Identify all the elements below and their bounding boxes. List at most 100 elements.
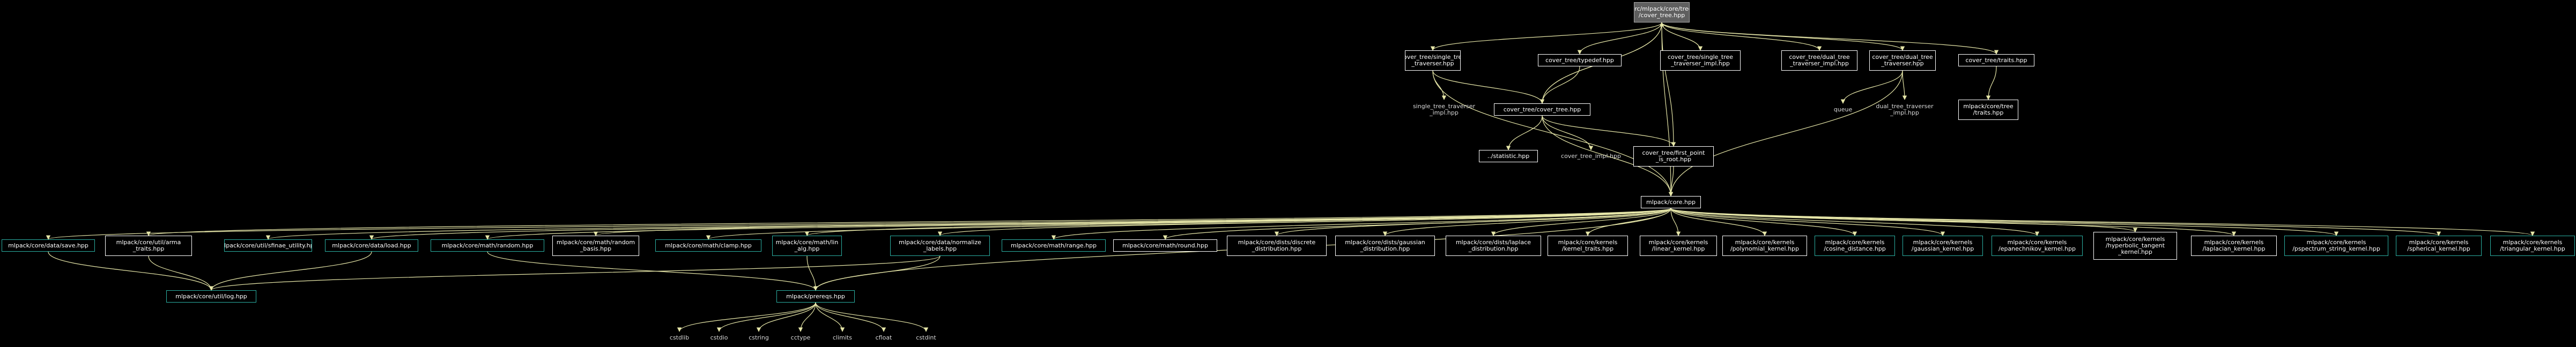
pspectrum-string-kernel-label: mlpack/core/kernels /pspectrum_string_ke… xyxy=(2292,239,2380,252)
lin-alg-node[interactable]: mlpack/core/math/lin _alg.hpp xyxy=(772,236,842,256)
clamp-label: mlpack/core/math/clamp.hpp xyxy=(665,242,752,249)
cstring-node[interactable]: cstring xyxy=(740,331,778,344)
discrete-distribution-label: mlpack/core/dists/discrete _distribution… xyxy=(1238,239,1316,252)
linear-kernel-node[interactable]: mlpack/core/kernels /linear_kernel.hpp xyxy=(1640,236,1717,256)
cstdint-node[interactable]: cstdint xyxy=(907,331,945,344)
cfloat-label: cfloat xyxy=(875,334,892,341)
edge-core-to-laplacian_kernel xyxy=(1670,208,2236,236)
edge-traits-to-core_tree_traits xyxy=(1986,66,1997,100)
edge-single_tree_traverser-to-cover_tree xyxy=(1432,70,1545,104)
edge-core-to-range xyxy=(1052,208,1671,240)
single-tree-traverser-impl-node[interactable]: cover_tree/single_tree _traverser_impl.h… xyxy=(1660,50,1741,71)
single-tree-traverser-label: cover_tree/single_tree _traverser.hpp xyxy=(1405,54,1460,67)
statistic-label: ../statistic.hpp xyxy=(1487,152,1530,160)
root-header-node[interactable]: src/mlpack/core/tree /cover_tree.hpp xyxy=(1634,2,1690,22)
normalize-labels-node[interactable]: mlpack/core/data/normalize _labels.hpp xyxy=(890,236,990,256)
save-label: mlpack/core/data/save.hpp xyxy=(8,242,88,249)
random-label: mlpack/core/math/random.hpp xyxy=(441,242,534,249)
cstdint-label: cstdint xyxy=(916,334,936,341)
edge-core-to-cosine_distance xyxy=(1670,208,1857,236)
edge-single_tree_traverser-to-core xyxy=(1432,70,1674,197)
typedef-node[interactable]: cover_tree/typedef.hpp xyxy=(1538,54,1622,66)
core-tree-traits-node[interactable]: mlpack/core/tree /traits.hpp xyxy=(1958,100,2018,120)
laplacian-kernel-label: mlpack/core/kernels /laplacian_kernel.hp… xyxy=(2202,239,2266,252)
edge-core-to-spherical_kernel xyxy=(1670,208,2441,236)
save-node[interactable]: mlpack/core/data/save.hpp xyxy=(2,239,95,252)
discrete-distribution-node[interactable]: mlpack/core/dists/discrete _distribution… xyxy=(1227,236,1327,256)
kernel-traits-label: mlpack/core/kernels /kernel_traits.hpp xyxy=(1558,239,1618,252)
single-tree-traverser-impl-label: cover_tree/single_tree _traverser_impl.h… xyxy=(1667,54,1734,67)
cstdlib-label: cstdlib xyxy=(669,334,690,341)
triangular-kernel-node[interactable]: mlpack/core/kernels /triangular_kernel.h… xyxy=(2490,236,2575,256)
cosine-distance-node[interactable]: mlpack/core/kernels /cosine_distance.hpp xyxy=(1815,236,1895,256)
cover-tree-impl-node[interactable]: cover_tree_impl.hpp xyxy=(1558,150,1624,162)
single-tree-traverser-impl-sub-label: single_tree_traverser _impl.hpp xyxy=(1412,103,1476,116)
edge-cover_tree-to-first_point_is_root xyxy=(1542,115,1676,147)
range-node[interactable]: mlpack/core/math/range.hpp xyxy=(1002,239,1106,252)
gaussian-kernel-node[interactable]: mlpack/core/kernels /gaussian_kernel.hpp xyxy=(1903,236,1983,256)
cctype-node[interactable]: cctype xyxy=(783,331,818,344)
edge-root-to-typedef xyxy=(1577,22,1662,55)
single-tree-traverser-node[interactable]: cover_tree/single_tree _traverser.hpp xyxy=(1405,50,1461,71)
laplace-distribution-node[interactable]: mlpack/core/dists/laplace _distribution.… xyxy=(1446,236,1541,256)
core-node[interactable]: mlpack/core.hpp xyxy=(1641,196,1701,208)
cctype-label: cctype xyxy=(790,334,811,341)
root-header-label: src/mlpack/core/tree /cover_tree.hpp xyxy=(1634,5,1690,19)
cover-tree-traits-node[interactable]: cover_tree/traits.hpp xyxy=(1958,54,2034,66)
edge-prereqs-to-cfloat xyxy=(815,302,886,332)
hyperbolic-tangent-kernel-node[interactable]: mlpack/core/kernels /hyperbolic_tangent … xyxy=(2093,232,2177,260)
single-tree-traverser-impl-sub-node[interactable]: single_tree_traverser _impl.hpp xyxy=(1405,100,1483,120)
edge-core-to-normalize_labels xyxy=(938,208,1671,236)
edge-core-to-lin_alg xyxy=(805,208,1671,236)
edge-core-to-gaussian_kernel xyxy=(1670,208,1945,236)
laplacian-kernel-node[interactable]: mlpack/core/kernels /laplacian_kernel.hp… xyxy=(2191,236,2277,256)
random-basis-node[interactable]: mlpack/core/math/random _basis.hpp xyxy=(552,236,639,256)
edge-root-to-single_tree_traverser xyxy=(1430,22,1662,51)
epanechnikov-kernel-node[interactable]: mlpack/core/kernels /epanechnikov_kernel… xyxy=(1992,236,2083,256)
edge-core-to-random_basis xyxy=(594,208,1671,236)
cstdlib-node[interactable]: cstdlib xyxy=(661,331,698,344)
linear-kernel-label: mlpack/core/kernels /linear_kernel.hpp xyxy=(1648,239,1708,252)
edge-load-to-log xyxy=(209,251,372,291)
edge-core-to-save xyxy=(46,208,1671,240)
statistic-node[interactable]: ../statistic.hpp xyxy=(1479,150,1538,162)
cover-tree-node[interactable]: cover_tree/cover_tree.hpp xyxy=(1494,103,1590,116)
clamp-node[interactable]: mlpack/core/math/clamp.hpp xyxy=(655,239,761,252)
edge-prereqs-to-cstdint xyxy=(815,302,929,332)
typedef-label: cover_tree/typedef.hpp xyxy=(1545,56,1614,64)
cstdio-node[interactable]: cstdio xyxy=(702,331,736,344)
hyperbolic-tangent-kernel-label: mlpack/core/kernels /hyperbolic_tangent … xyxy=(2105,236,2165,255)
edge-prereqs-to-cctype xyxy=(798,302,816,332)
queue-node[interactable]: queue xyxy=(1826,103,1860,116)
dual-tree-traverser-impl-label: cover_tree/dual_tree _traverser_impl.hpp xyxy=(1789,54,1850,67)
polynomial-kernel-node[interactable]: mlpack/core/kernels /polynomial_kernel.h… xyxy=(1722,236,1807,256)
cfloat-node[interactable]: cfloat xyxy=(867,331,901,344)
gaussian-distribution-node[interactable]: mlpack/core/dists/gaussian _distribution… xyxy=(1335,236,1435,256)
edge-core-to-linear_kernel xyxy=(1670,208,1681,236)
dual-tree-traverser-impl-sub-node[interactable]: dual_tree_traverser _impl.hpp xyxy=(1867,100,1942,120)
edge-typedef-to-cover_tree xyxy=(1539,66,1580,104)
kernel-traits-node[interactable]: mlpack/core/kernels /kernel_traits.hpp xyxy=(1548,236,1628,256)
arma-traits-node[interactable]: mlpack/core/util/arma _traits.hpp xyxy=(105,236,192,256)
log-node[interactable]: mlpack/core/util/log.hpp xyxy=(166,290,256,303)
round-node[interactable]: mlpack/core/math/round.hpp xyxy=(1113,239,1217,252)
sfinae-utility-node[interactable]: mlpack/core/util/sfinae_utility.hpp xyxy=(224,239,312,252)
edge-prereqs-to-cstdio xyxy=(716,302,816,332)
dual-tree-traverser-impl-node[interactable]: cover_tree/dual_tree _traverser_impl.hpp xyxy=(1781,50,1857,71)
climits-node[interactable]: climits xyxy=(824,331,861,344)
cstring-label: cstring xyxy=(749,334,769,341)
load-node[interactable]: mlpack/core/data/load.hpp xyxy=(325,239,418,252)
dual-tree-traverser-node[interactable]: cover_tree/dual_tree _traverser.hpp xyxy=(1869,50,1936,71)
gaussian-distribution-label: mlpack/core/dists/gaussian _distribution… xyxy=(1345,239,1425,252)
random-node[interactable]: mlpack/core/math/random.hpp xyxy=(431,239,544,252)
prereqs-node[interactable]: mlpack/prereqs.hpp xyxy=(776,290,855,303)
first-point-is-root-node[interactable]: cover_tree/first_point _is_root.hpp xyxy=(1633,146,1714,167)
round-label: mlpack/core/math/round.hpp xyxy=(1122,242,1208,249)
pspectrum-string-kernel-node[interactable]: mlpack/core/kernels /pspectrum_string_ke… xyxy=(2284,236,2388,256)
laplace-distribution-label: mlpack/core/dists/laplace _distribution.… xyxy=(1455,239,1531,252)
edge-root-to-single_tree_traverser_impl xyxy=(1661,22,1703,51)
cosine-distance-label: mlpack/core/kernels /cosine_distance.hpp xyxy=(1824,239,1886,252)
edge-core-to-laplace_dist xyxy=(1491,208,1671,236)
spherical-kernel-node[interactable]: mlpack/core/kernels /spherical_kernel.hp… xyxy=(2396,236,2482,256)
